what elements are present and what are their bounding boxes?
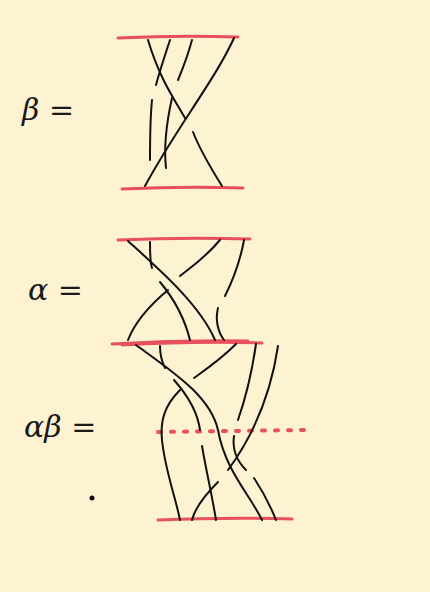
braid-strand: [150, 242, 152, 268]
boundary-line: [118, 238, 250, 240]
stray-dot: [91, 497, 94, 500]
braid-strand: [180, 240, 220, 276]
boundary-line: [122, 187, 243, 189]
boundary-line: [118, 36, 238, 38]
dotted-divider: [158, 430, 305, 432]
braid-strand: [174, 380, 200, 430]
braid-label: α =: [28, 275, 83, 305]
braid-strand: [228, 346, 278, 470]
braid-strand: [160, 346, 165, 368]
braid-strand: [192, 482, 218, 520]
braid-strand: [128, 290, 168, 340]
braid-strand: [145, 38, 234, 186]
braid-strand: [136, 345, 262, 520]
braid-strand: [193, 132, 222, 186]
braid-strand: [128, 241, 215, 340]
braid-strand: [217, 308, 224, 340]
braid-strand: [238, 344, 256, 420]
boundary-line: [122, 342, 262, 345]
braid-strand: [225, 240, 244, 296]
boundary-line: [158, 518, 292, 520]
braid-strand: [160, 282, 190, 340]
braid-strand: [150, 100, 152, 160]
braid-strand: [178, 40, 192, 80]
braid-strand: [165, 98, 172, 168]
braid-strand: [162, 390, 180, 520]
braid-strand: [202, 446, 216, 520]
braid-strand: [156, 40, 170, 85]
braid-strand: [194, 344, 236, 378]
braid-strand: [254, 478, 276, 520]
braid-label: β =: [22, 95, 74, 125]
braid-label: αβ =: [24, 412, 96, 442]
